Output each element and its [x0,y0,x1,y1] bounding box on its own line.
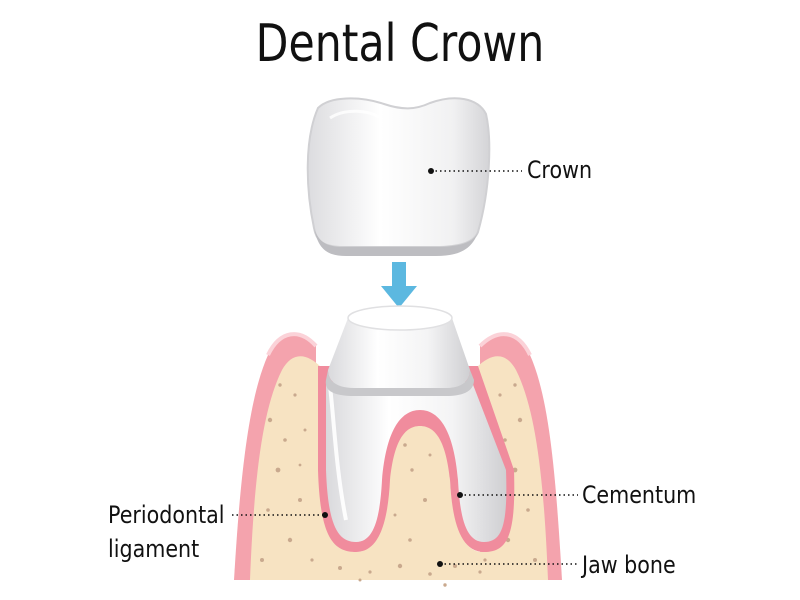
page-title: Dental Crown [255,14,545,74]
down-arrow-icon [381,262,417,308]
label-periodontal-line1: Periodontal [108,501,225,529]
label-cementum: Cementum [582,481,697,509]
label-jaw-bone: Jaw bone [582,551,676,579]
label-crown: Crown [527,156,593,184]
label-periodontal-line2: ligament [108,535,200,563]
crown-cap [306,97,491,256]
leader-dots [322,168,463,567]
tooth-root [326,382,507,542]
prepared-tooth [325,305,474,396]
leader-lines [232,170,578,565]
